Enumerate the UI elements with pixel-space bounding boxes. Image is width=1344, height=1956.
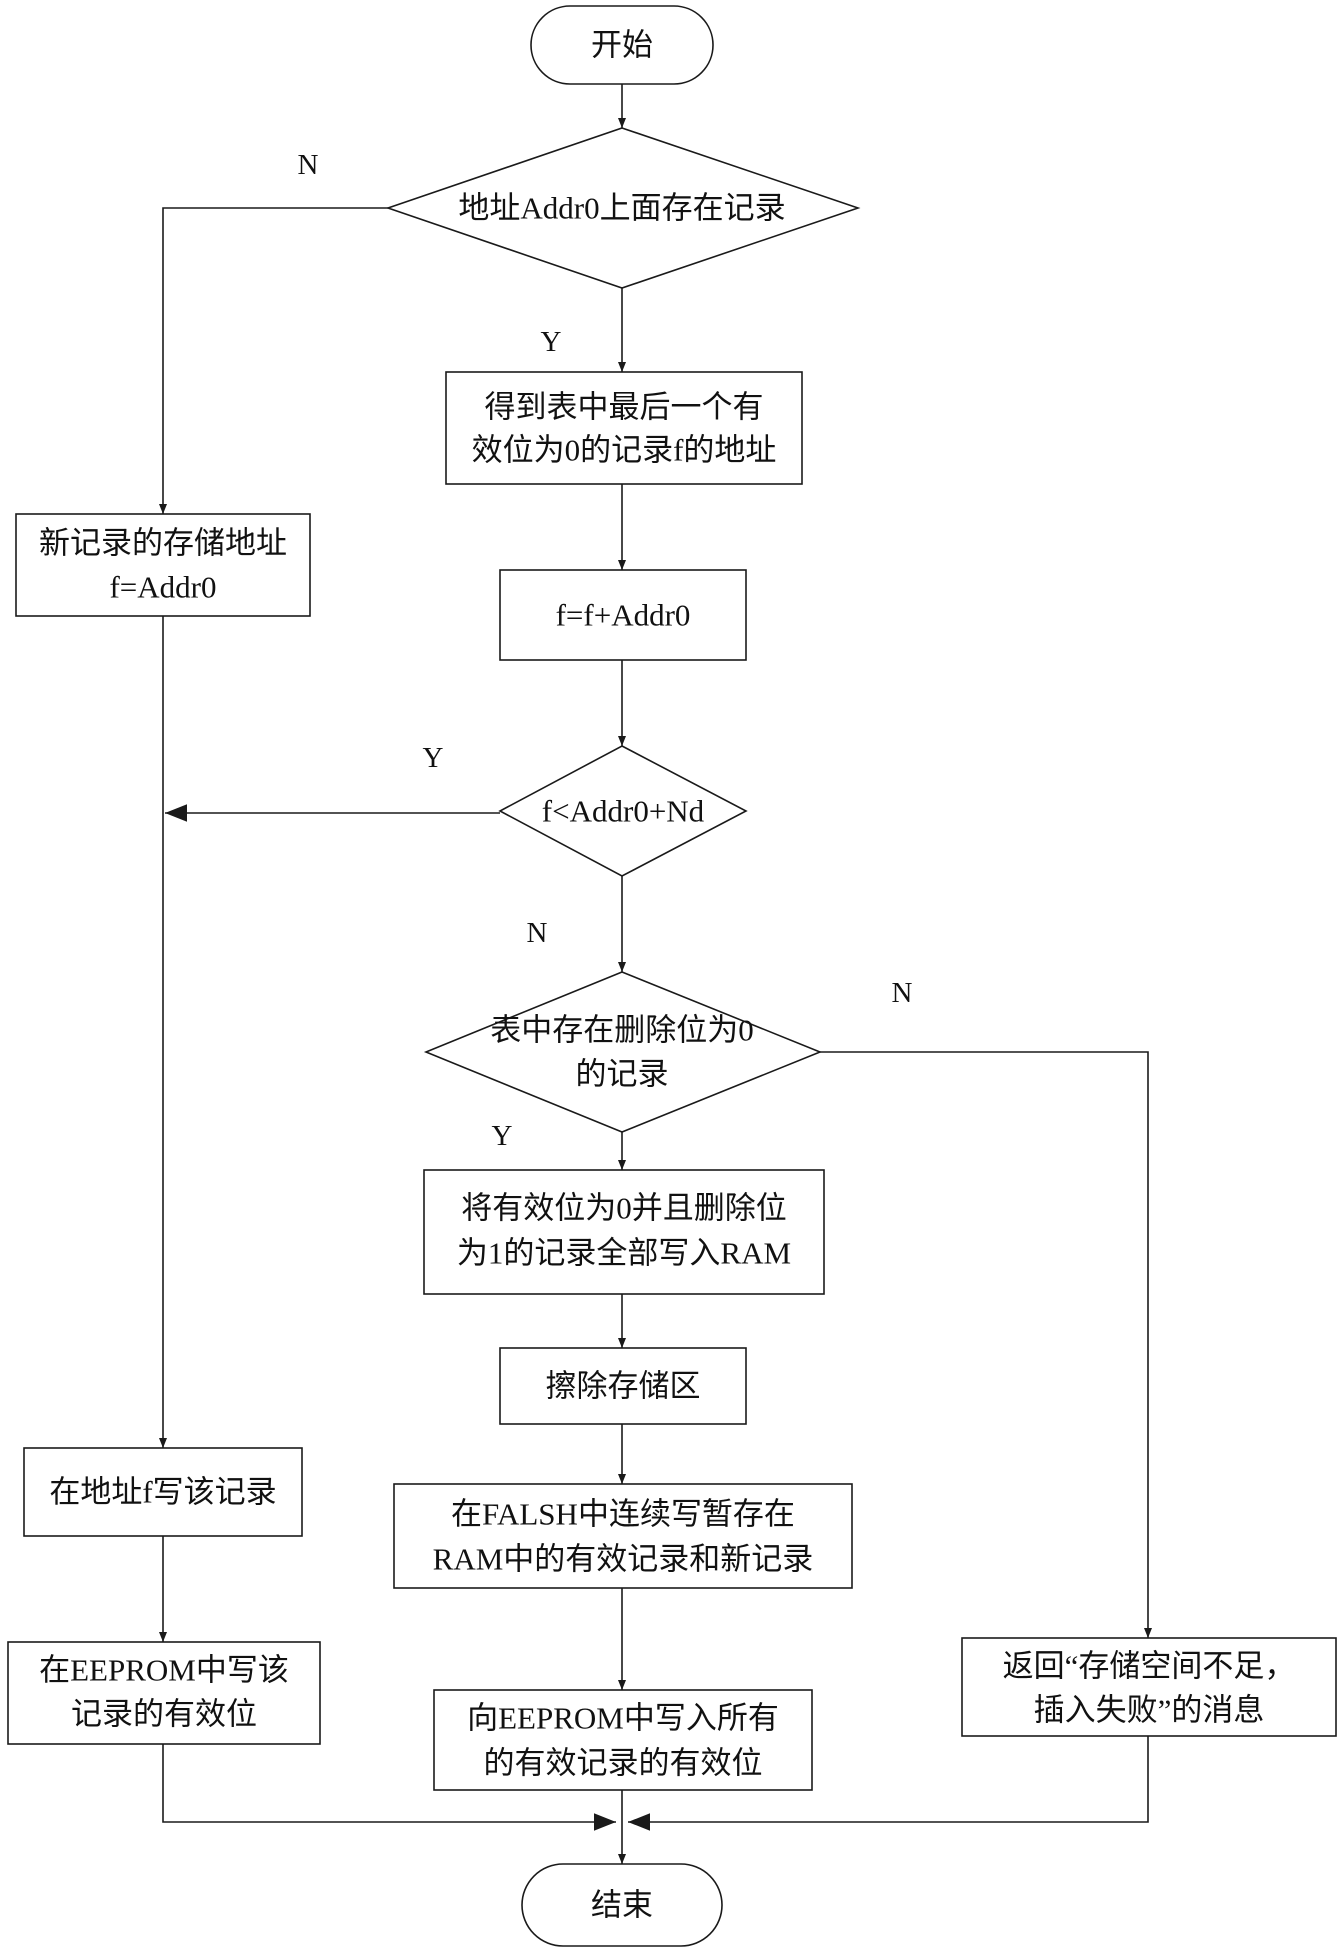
write-at-f-box	[23, 1447, 303, 1537]
start-terminal	[530, 5, 714, 85]
write-eeprom-valid-line2: 记录的有效位	[71, 1697, 257, 1732]
branch-delete-no: N	[892, 977, 913, 1009]
new-record-addr-box	[15, 513, 311, 617]
new-record-addr-line1: 新记录的存储地址	[39, 526, 287, 561]
decision-delete-bit-line2: 的记录	[576, 1057, 669, 1092]
end-label: 结束	[591, 1888, 653, 1923]
write-at-f-label: 在地址f写该记录	[49, 1475, 276, 1510]
decision-f-lt	[498, 745, 748, 877]
branch-addr0-no: N	[298, 149, 319, 181]
erase-storage-box	[499, 1347, 747, 1425]
branch-addr0-yes: Y	[541, 326, 562, 358]
write-to-ram-box	[423, 1169, 825, 1295]
write-flash-line1: 在FALSH中连续写暂存在	[451, 1497, 795, 1532]
get-last-record-line1: 得到表中最后一个有	[485, 390, 764, 425]
get-last-record-box	[445, 371, 803, 485]
write-eeprom-valid-box	[7, 1641, 321, 1745]
erase-storage-label: 擦除存储区	[546, 1369, 701, 1404]
get-last-record-line2: 效位为0的记录f的地址	[472, 433, 777, 468]
write-flash-line2: RAM中的有效记录和新记录	[433, 1542, 814, 1577]
write-to-ram-line2: 为1的记录全部写入RAM	[457, 1236, 791, 1271]
decision-f-lt-label: f<Addr0+Nd	[542, 794, 705, 829]
new-record-addr-line2: f=Addr0	[109, 570, 216, 605]
decision-delete-bit-line1: 表中存在删除位为0	[490, 1013, 754, 1048]
write-eeprom-all-line1: 向EEPROM中写入所有	[467, 1701, 779, 1736]
start-label: 开始	[591, 28, 653, 63]
arrow-left-join	[162, 1744, 616, 1831]
return-message-line2: 插入失败”的消息	[1034, 1693, 1265, 1728]
end-terminal	[521, 1863, 723, 1947]
branch-f-lt-yes: Y	[423, 742, 444, 774]
f-plus-addr0-box	[499, 569, 747, 661]
write-eeprom-valid-line1: 在EEPROM中写该	[39, 1653, 289, 1688]
return-message-box	[961, 1637, 1337, 1737]
write-to-ram-line1: 将有效位为0并且删除位	[461, 1191, 787, 1226]
write-eeprom-all-line2: 的有效记录的有效位	[484, 1746, 763, 1781]
decision-addr0-label: 地址Addr0上面存在记录	[458, 191, 785, 226]
branch-f-lt-no: N	[527, 917, 548, 949]
decision-delete-bit	[423, 971, 823, 1133]
arrow-check-no	[159, 207, 388, 514]
arrow-check3-no	[820, 1051, 1152, 1638]
f-plus-addr0-label: f=f+Addr0	[556, 598, 691, 633]
connectors	[159, 84, 1152, 1864]
return-message-line1: 返回“存储空间不足，	[1003, 1649, 1296, 1684]
branch-delete-yes: Y	[492, 1120, 513, 1152]
write-eeprom-all-box	[433, 1689, 813, 1791]
decision-addr0	[385, 127, 861, 289]
write-flash-box	[393, 1483, 853, 1589]
arrow-right-join	[628, 1736, 1149, 1831]
